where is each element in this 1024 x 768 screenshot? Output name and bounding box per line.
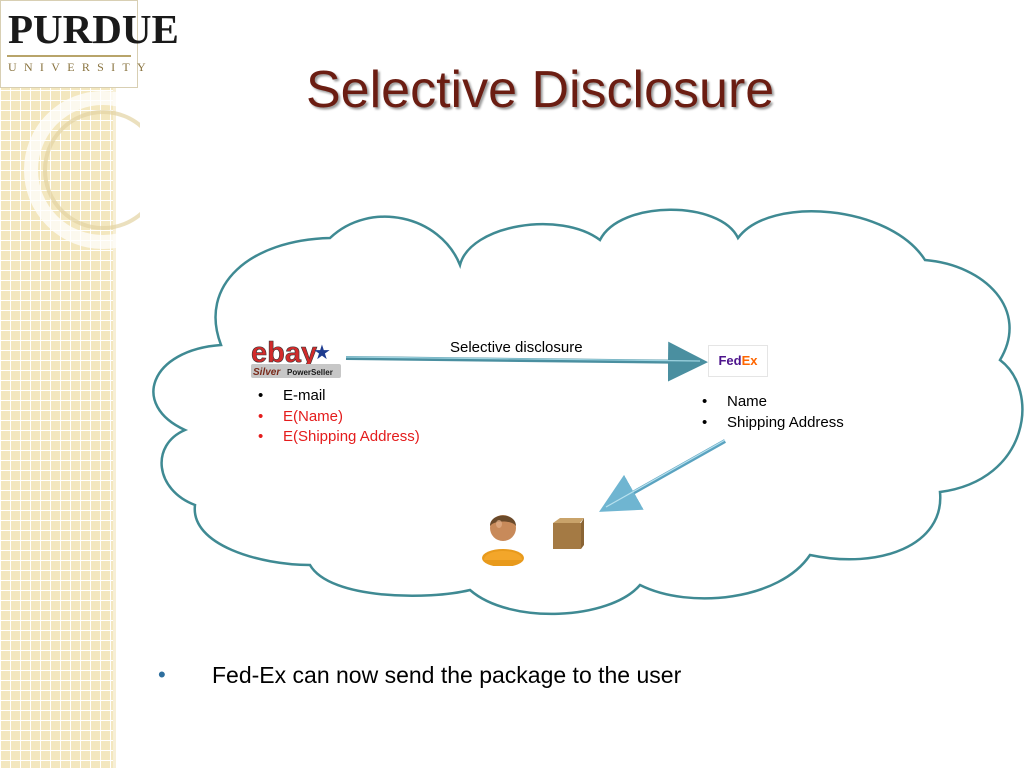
list-item: • E(Name) bbox=[258, 407, 344, 425]
strip-edge bbox=[113, 0, 116, 768]
content-bullet: • bbox=[158, 662, 166, 687]
ebay-data-list: • E-mail • E(Name) • E(Shipping Address) bbox=[255, 386, 420, 448]
logo-wordmark: PURDUE bbox=[8, 6, 179, 52]
list-item: • E(Shipping Address) bbox=[258, 428, 420, 445]
package-icon bbox=[553, 518, 584, 549]
ebay-item-encrypted-address: E(Shipping Address) bbox=[283, 428, 420, 445]
ebay-badge-silver: Silver bbox=[253, 367, 281, 378]
svg-text:★: ★ bbox=[313, 340, 331, 364]
arrow-label: Selective disclosure bbox=[450, 339, 583, 356]
list-item: • Name bbox=[702, 393, 768, 410]
fedex-item-name: Name bbox=[727, 393, 768, 410]
ebay-item-email: E-mail bbox=[283, 387, 326, 404]
fedex-item-address: Shipping Address bbox=[727, 413, 844, 431]
ebay-item-encrypted-name: E(Name) bbox=[283, 407, 344, 425]
purdue-logo: PURDUE UNIVERSITY bbox=[0, 0, 179, 88]
slide-title: Selective Disclosure bbox=[306, 61, 775, 119]
fedex-data-list: • Name • Shipping Address bbox=[699, 392, 844, 433]
ebay-logo: ebay ★ Silver PowerSeller bbox=[251, 337, 341, 378]
ebay-wordmark: ebay bbox=[251, 337, 317, 369]
delivery-arrow bbox=[599, 439, 726, 512]
disclosure-arrow bbox=[345, 341, 708, 382]
user-icon bbox=[482, 515, 524, 566]
list-item: • Shipping Address bbox=[702, 413, 844, 431]
decorative-rings bbox=[24, 91, 140, 249]
logo-subtitle: UNIVERSITY bbox=[8, 60, 153, 74]
cloud-shape bbox=[152, 208, 1024, 616]
logo-rule bbox=[7, 55, 131, 57]
decorative-grid-strip bbox=[0, 0, 115, 768]
list-item: • E-mail bbox=[258, 387, 326, 404]
fedex-logo: FedEx bbox=[708, 345, 768, 377]
content-text: Fed-Ex can now send the package to the u… bbox=[212, 662, 682, 688]
ebay-badge-powerseller: PowerSeller bbox=[287, 368, 333, 377]
